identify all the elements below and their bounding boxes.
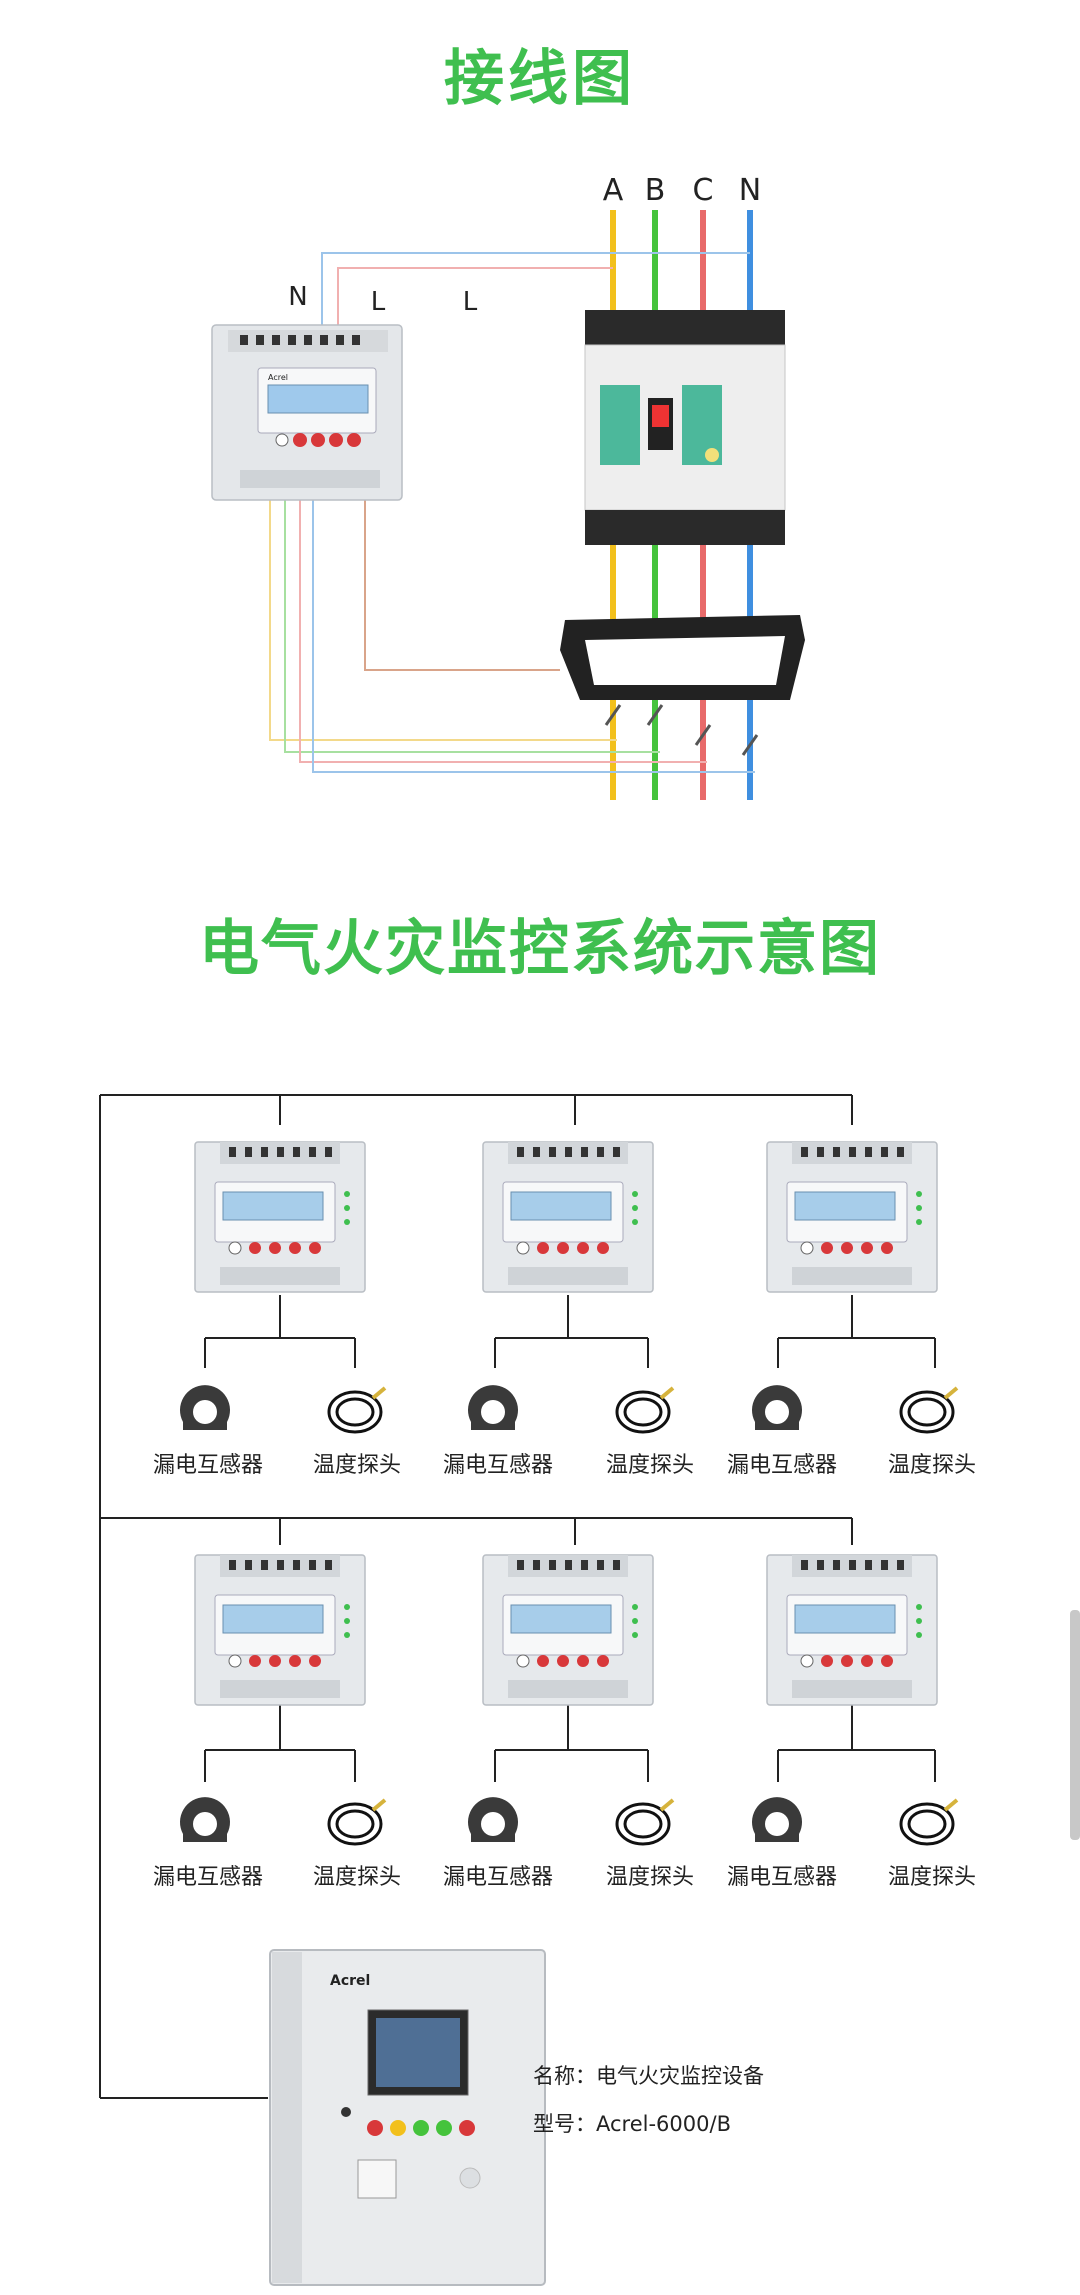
sensor-label: 漏电互感器 — [153, 1865, 263, 1890]
printer-slot — [357, 2159, 397, 2199]
sensor-label: 漏电互感器 — [727, 1865, 837, 1890]
monitoring-cabinet: Acrel — [269, 1949, 546, 2286]
monitor-module — [482, 1141, 654, 1293]
temperature-probe-icon — [327, 1386, 387, 1434]
leakage-transformer-icon — [180, 1385, 230, 1430]
sensor-labels: 漏电互感器 温度探头 漏电互感器 温度探头 漏电互感器 温度探头 漏电互感器 温… — [153, 1453, 976, 1890]
sensor-label: 漏电互感器 — [443, 1453, 553, 1478]
device-name-text: 名称：电气火灾监控设备 — [533, 2064, 764, 2088]
monitor-module — [766, 1554, 938, 1706]
probe-label: 温度探头 — [606, 1865, 694, 1890]
wire-n-top — [321, 252, 750, 328]
monitor-module — [482, 1554, 654, 1706]
temperature-probe-icon — [899, 1386, 959, 1434]
probe-label: 温度探头 — [313, 1453, 401, 1478]
leakage-transformer-icon — [751, 1385, 802, 1430]
monitor-module — [766, 1141, 938, 1293]
wire-l-top — [337, 267, 613, 328]
leakage-transformer-icon — [179, 1797, 231, 1842]
temperature-probe-icon — [899, 1798, 959, 1846]
terminal-label-l2: L — [463, 287, 478, 317]
probe-label: 温度探头 — [313, 1865, 401, 1890]
temperature-probe-icon — [615, 1798, 675, 1846]
wire-ct-a — [269, 490, 617, 741]
leakage-transformer-icon — [468, 1797, 519, 1842]
system-diagram-title: 电气火灾监控系统示意图 — [199, 914, 881, 984]
probe-label: 温度探头 — [606, 1453, 694, 1478]
sensor-label: 漏电互感器 — [443, 1865, 553, 1890]
wiring-diagram: A B C N N L L — [211, 173, 805, 800]
monitor-screen — [267, 384, 369, 414]
system-diagram — [99, 1094, 936, 2099]
probe-label: 温度探头 — [888, 1865, 976, 1890]
wiring-diagram-title: 接线图 — [444, 44, 636, 114]
monitor-module — [194, 1141, 366, 1293]
terminal-label-l1: L — [371, 287, 386, 317]
electrical-fire-monitor-device: Acrel — [211, 324, 403, 501]
wire-residual-ct — [364, 490, 560, 671]
sensor-label: 漏电互感器 — [153, 1453, 263, 1478]
phase-label-a: A — [603, 173, 624, 208]
circuit-breaker — [584, 310, 786, 545]
cabinet-buttons — [367, 2120, 475, 2136]
device-model-text: 型号：Acrel-6000/B — [533, 2112, 731, 2136]
leakage-transformer-icon — [751, 1797, 802, 1842]
wire-ct-n — [312, 490, 755, 773]
residual-current-transformer — [560, 615, 805, 700]
monitor-module — [194, 1554, 366, 1706]
temperature-probe-icon — [615, 1386, 675, 1434]
sensor-label: 漏电互感器 — [727, 1453, 837, 1478]
leakage-transformer-icon — [468, 1385, 518, 1430]
monitor-modules — [194, 1141, 938, 1706]
wire-ct-b — [284, 490, 660, 753]
wire-ct-c — [299, 490, 707, 763]
phase-label-n: N — [739, 173, 761, 208]
phase-label-c: C — [693, 173, 714, 208]
monitor-brand: Acrel — [268, 373, 288, 382]
temperature-probe-icon — [327, 1798, 387, 1846]
cabinet-brand: Acrel — [330, 1973, 370, 1989]
probe-label: 温度探头 — [888, 1453, 976, 1478]
vertical-scrollbar[interactable] — [1070, 1610, 1080, 1840]
sensors — [179, 1385, 959, 1846]
phase-label-b: B — [645, 173, 666, 208]
terminal-label-n: N — [288, 282, 307, 312]
